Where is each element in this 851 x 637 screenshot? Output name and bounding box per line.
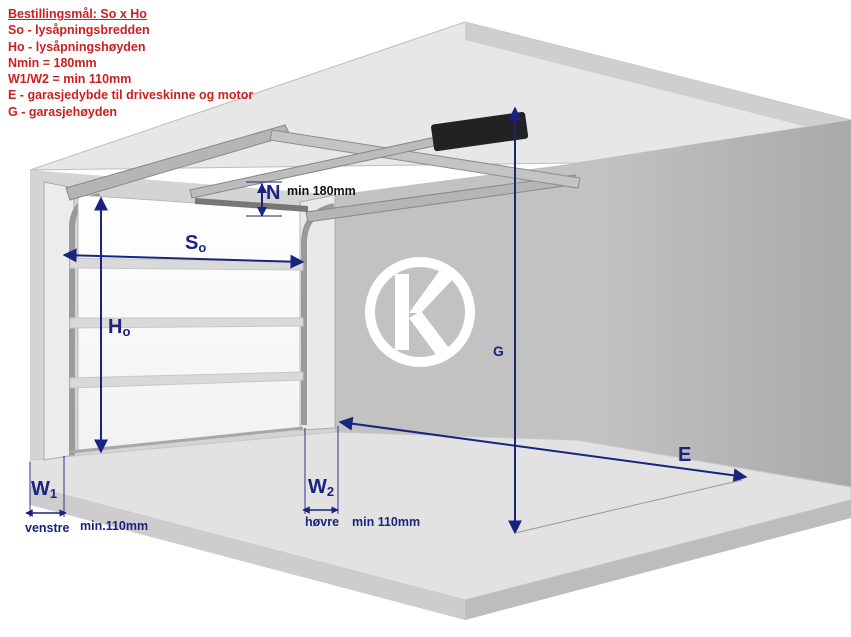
ceiling-edge — [465, 22, 851, 138]
floor-front-edge — [30, 486, 465, 620]
e-dimension-line — [338, 416, 748, 483]
dimension-lines — [25, 106, 748, 535]
w2-min-note: min 110mm — [352, 515, 421, 529]
legend-line-ho: Ho - lysåpningshøyden — [8, 39, 146, 54]
operator-motor — [431, 111, 529, 152]
legend-title: Bestillingsmål: So x Ho — [8, 7, 147, 21]
order-legend: Bestillingsmål: So x Ho So - lysåpningsb… — [8, 6, 253, 120]
n-label: N — [266, 182, 281, 204]
legend-line-e: E - garasjedybde til driveskinne og moto… — [8, 88, 254, 103]
header-spring-bar — [195, 198, 308, 212]
floor-right-edge — [465, 500, 851, 620]
w2-label: W2 — [308, 476, 335, 499]
legend-line-so: So - lysåpningsbredden — [8, 23, 150, 38]
ceiling — [29, 21, 851, 171]
n-min-note: min 180mm — [287, 184, 356, 198]
ho-label: Ho — [108, 316, 131, 339]
right-side-label: høvre — [305, 515, 340, 529]
w1-label: W1 — [31, 478, 58, 501]
k-logo — [365, 257, 475, 367]
right-wall — [577, 120, 851, 487]
legend-line-w: W1/W2 = min 110mm — [8, 72, 132, 87]
rear-crossbar — [269, 129, 581, 189]
w1-min-note: min.110mm — [80, 519, 149, 533]
garage-door — [43, 181, 336, 461]
g-label: G — [493, 343, 504, 359]
extension-lines — [29, 181, 339, 517]
legend-line-g: G - garasjehøyden — [8, 104, 118, 119]
door-bottom — [69, 426, 304, 454]
left-side-label: venstre — [25, 521, 70, 535]
legend-line-nmin: Nmin = 180mm — [8, 55, 97, 70]
g-floor-projection — [514, 479, 743, 534]
so-label: So — [185, 232, 207, 255]
e-label: E — [678, 444, 692, 466]
